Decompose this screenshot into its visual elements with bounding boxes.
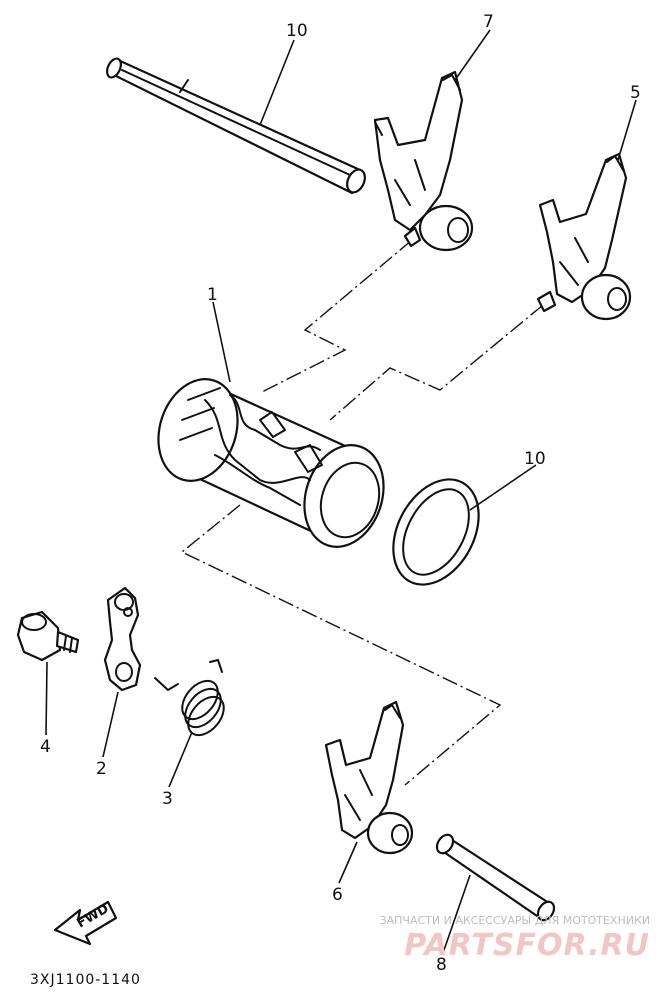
part-label-4: 4 — [40, 737, 51, 757]
watermark-tagline: ЗАПЧАСТИ И АКСЕССУАРЫ ДЛЯ МОТОТЕХНИКИ — [380, 914, 650, 927]
part-label-5: 5 — [630, 83, 641, 103]
part-label-10: 10 — [524, 449, 546, 469]
torsion-spring-part — [154, 659, 225, 737]
part-label-6: 6 — [332, 885, 343, 905]
shift-fork-left-part — [373, 70, 474, 252]
short-guide-bar-part — [435, 833, 556, 922]
part-label-9: 10 — [286, 21, 308, 41]
shift-fork-right-part — [536, 152, 632, 321]
stopper-lever-part — [103, 586, 142, 692]
watermark-brand: PARTSFOR.RU — [404, 928, 650, 963]
shift-fork-lower-part — [324, 700, 414, 855]
part-label-1: 1 — [207, 285, 218, 305]
drawing-code: 3XJ1100-1140 — [30, 972, 141, 988]
part-number-labels: 10 7 5 1 10 4 2 3 6 8 — [40, 12, 641, 975]
shift-drum-part — [157, 378, 385, 548]
forward-direction-arrow: FWD — [53, 900, 118, 946]
part-label-3: 3 — [162, 789, 173, 809]
assembly-guide-lines — [180, 239, 544, 786]
leader-lines — [45, 29, 637, 954]
washer-ring-part — [392, 478, 480, 586]
part-label-7: 7 — [483, 12, 494, 32]
part-label-8: 8 — [436, 955, 447, 975]
watermark: ЗАПЧАСТИ И АКСЕССУАРЫ ДЛЯ МОТОТЕХНИКИ PA… — [380, 914, 650, 963]
stopper-bolt-part — [16, 610, 80, 662]
part-label-2: 2 — [96, 759, 107, 779]
long-guide-bar-part — [106, 57, 366, 195]
